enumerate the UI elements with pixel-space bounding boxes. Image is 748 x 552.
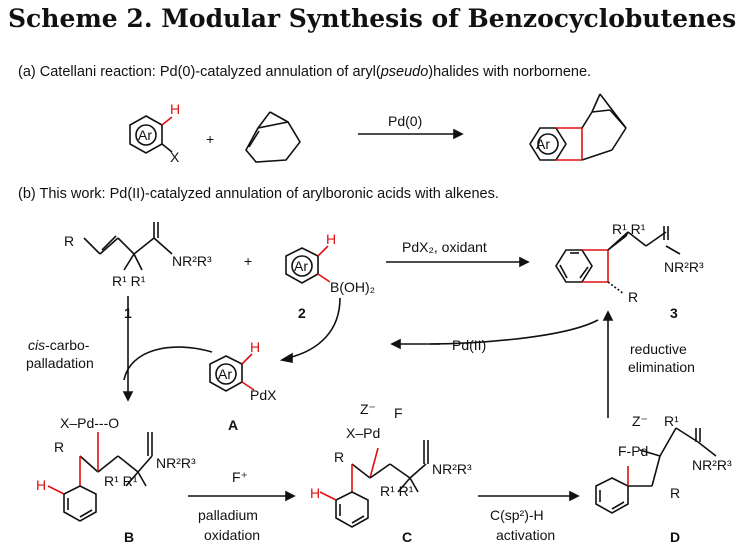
product-3	[555, 226, 681, 295]
r-label-C: R	[334, 449, 344, 465]
reductive-label: reductive	[630, 341, 687, 357]
z-label-C: Z⁻	[360, 401, 376, 417]
r-label-3: R	[628, 289, 638, 305]
label-2: 2	[298, 305, 306, 321]
label-B: B	[124, 529, 134, 545]
arrow-to-B	[123, 346, 213, 381]
r-label-B: R	[54, 439, 64, 455]
norbornene	[245, 111, 301, 163]
caption-a-italic: pseudo	[380, 64, 429, 80]
plus-a: +	[206, 131, 214, 147]
intermediate-D	[595, 427, 717, 514]
amide-label-C: NR²R³	[432, 461, 472, 477]
label-A: A	[228, 417, 238, 433]
f-label-C: F	[394, 405, 403, 421]
r1-label-D: R¹	[664, 413, 679, 429]
pd-label-D: F-Pd	[618, 443, 648, 459]
pd-label-C: X–Pd	[346, 425, 380, 441]
arrow-pdii-curve	[429, 319, 599, 345]
label-3: 3	[670, 305, 678, 321]
caption-b: (b) This work: Pd(II)-catalyzed annulati…	[18, 186, 499, 202]
pd0-label: Pd(0)	[388, 113, 422, 129]
h-label-B: H	[36, 477, 46, 493]
aryl-halide	[129, 115, 173, 154]
amide-label-D: NR²R³	[692, 457, 732, 473]
amide-label-B: NR²R³	[156, 455, 196, 471]
h-label-a: H	[170, 101, 180, 117]
ar-label-a: Ar	[138, 127, 152, 143]
caption-a-suffix: )halides with norbornene.	[428, 64, 592, 80]
r-label-D: R	[670, 485, 680, 501]
pdx-label-B: X–Pd---O	[60, 415, 119, 431]
h-label-C: H	[310, 485, 320, 501]
ar-label-product: Ar	[536, 136, 550, 152]
label-C: C	[402, 529, 412, 545]
intermediate-C	[319, 440, 429, 528]
palladium-label: palladium	[198, 507, 258, 523]
r1-label-1: R¹ R¹	[112, 273, 146, 289]
ch-label: C(sp²)-H	[490, 507, 544, 523]
label-D: D	[670, 529, 680, 545]
plus-b: +	[244, 253, 252, 269]
ar-label-A: Ar	[218, 366, 232, 382]
elimination-label: elimination	[628, 359, 695, 375]
scheme-title: Scheme 2. Modular Synthesis of Benzocycl…	[8, 4, 737, 33]
amide-label-3: NR²R³	[664, 259, 704, 275]
activation-label: activation	[496, 527, 555, 543]
label-1: 1	[124, 305, 132, 321]
r1-label-C: R¹ R¹	[380, 483, 414, 499]
step-cis-label: cis-carbo-	[28, 337, 90, 353]
h-label-A: H	[250, 339, 260, 355]
amide-label-1: NR²R³	[172, 253, 212, 269]
caption-a-prefix: (a) Catellani reaction: Pd(0)-catalyzed …	[18, 64, 381, 80]
ar-label-2: Ar	[294, 258, 308, 274]
z-label-D: Z⁻	[632, 413, 648, 429]
f-plus-label: F⁺	[232, 469, 248, 485]
x-label-a: X	[170, 149, 180, 165]
r-label-1: R	[64, 233, 74, 249]
pdii-label: Pd(II)	[452, 337, 486, 353]
oxidation-label: oxidation	[204, 527, 260, 543]
r1-label-B: R¹ R¹	[104, 473, 138, 489]
step-cis-label-2: palladation	[26, 355, 94, 371]
caption-a: (a) Catellani reaction: Pd(0)-catalyzed …	[18, 64, 591, 80]
arylboronic-acid-2	[285, 245, 331, 284]
reagents-label: PdX₂, oxidant	[402, 239, 487, 255]
boron-label: B(OH)₂	[330, 279, 375, 295]
intermediate-A	[209, 353, 255, 392]
h-label-2: H	[326, 231, 336, 247]
pdx-label-A: PdX	[250, 387, 277, 403]
catellani-product	[529, 93, 627, 161]
intermediate-B	[47, 432, 153, 522]
arrow-transmetalation	[287, 297, 341, 359]
alkene-1	[83, 222, 173, 271]
r1-label-3: R¹ R¹	[612, 221, 646, 237]
